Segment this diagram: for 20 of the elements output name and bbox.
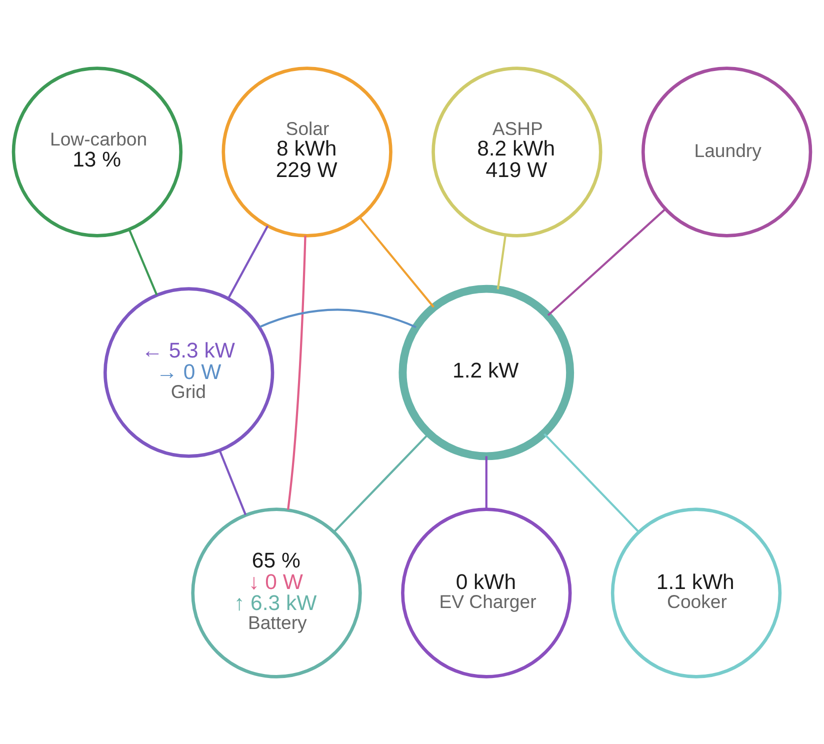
- connector: [359, 216, 434, 308]
- node-circle: 1.1 kWh Cooker: [610, 507, 782, 678]
- node-circle: Laundry: [641, 66, 812, 237]
- connector: [259, 308, 416, 328]
- node-circle: ASHP 8.2 kWh 419 W: [432, 66, 602, 237]
- connector: [544, 432, 640, 532]
- connector: [128, 228, 158, 295]
- node-circle: ← 5.3 kW → 0 W Grid: [104, 286, 274, 458]
- connector: [287, 235, 306, 510]
- connector: [333, 432, 430, 532]
- node-circle: 0 kWh EV Charger: [401, 507, 572, 678]
- connector: [485, 456, 488, 509]
- node-circle: Solar 8 kWh 229 W: [222, 66, 392, 237]
- node-circle: 65 % ↓ 0 W ↑ 6.3 kW Battery: [191, 507, 362, 678]
- connector: [218, 450, 247, 515]
- connector: [547, 208, 666, 316]
- node-circle: Low-carbon 13 %: [12, 66, 183, 237]
- node-circle: 1.2 kW: [398, 284, 574, 460]
- connector: [496, 234, 507, 289]
- connector: [227, 224, 269, 299]
